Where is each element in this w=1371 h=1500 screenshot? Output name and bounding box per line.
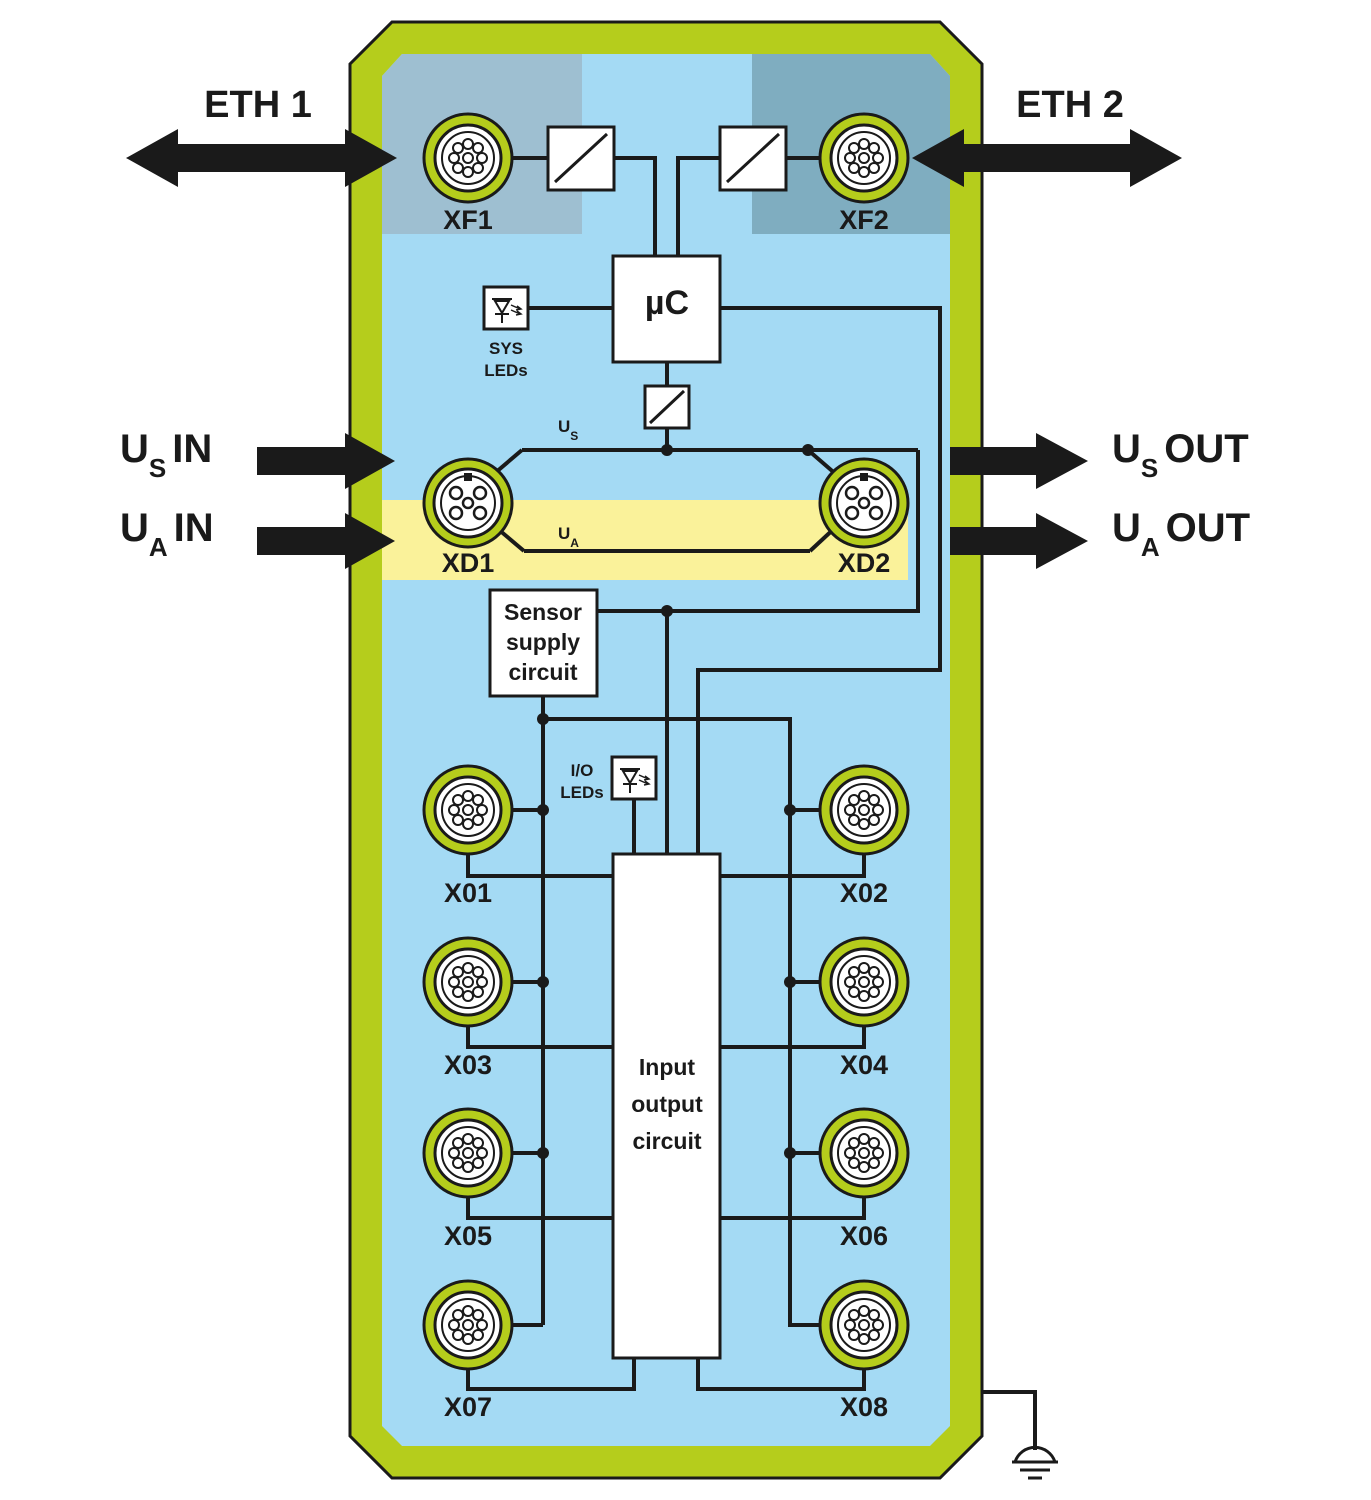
bidirectional-arrow-icon: [912, 129, 1182, 187]
sensor-label-3: circuit: [508, 659, 577, 685]
xf1-label: XF1: [443, 205, 493, 235]
xd2-label: XD2: [838, 548, 891, 578]
x03-connector[interactable]: [422, 936, 514, 1028]
bus-us-label: US: [558, 417, 578, 443]
xd1-connector[interactable]: [422, 457, 514, 549]
io-circuit-label-1: Input: [639, 1054, 696, 1080]
isolation-transformer-icon: [718, 125, 788, 192]
io-leds-label-1: I/O: [571, 761, 594, 780]
input-output-circuit-block: Input output circuit: [611, 852, 722, 1360]
microcontroller-block: µC: [611, 254, 722, 364]
led-icon: [482, 285, 530, 331]
xf1-connector[interactable]: [422, 112, 514, 204]
eth2-label: ETH 2: [1016, 84, 1124, 126]
arrow-right-icon: [950, 513, 1088, 569]
x06-connector[interactable]: [818, 1107, 910, 1199]
bus-ua-label: UA: [558, 524, 579, 550]
sensor-label-2: supply: [506, 629, 580, 655]
x08-connector[interactable]: [818, 1279, 910, 1371]
sensor-supply-circuit-block: Sensor supply circuit: [488, 588, 599, 698]
isolation-transformer-icon: [546, 125, 616, 192]
xf2-label: XF2: [839, 205, 889, 235]
sys-leds-label-1: SYS: [489, 339, 523, 358]
x07-label: X07: [444, 1392, 492, 1422]
wiring: [466, 156, 1037, 1450]
x06-label: X06: [840, 1221, 888, 1251]
sys-leds-label-2: LEDs: [484, 361, 527, 380]
io-circuit-label-3: circuit: [632, 1128, 701, 1154]
led-icon: [610, 755, 658, 801]
io-circuit-label-2: output: [631, 1091, 703, 1117]
x02-label: X02: [840, 878, 888, 908]
xd2-connector[interactable]: [818, 457, 910, 549]
sensor-label-1: Sensor: [504, 599, 582, 625]
x05-connector[interactable]: [422, 1107, 514, 1199]
x02-connector[interactable]: [818, 764, 910, 856]
arrow-right-icon: [257, 513, 395, 569]
io-leds-label-2: LEDs: [560, 783, 603, 802]
x07-connector[interactable]: [422, 1279, 514, 1371]
xf2-connector[interactable]: [818, 112, 910, 204]
x01-label: X01: [444, 878, 492, 908]
ground-icon: [1012, 1445, 1058, 1480]
junctions: [537, 444, 814, 1159]
bidirectional-arrow-icon: [126, 129, 397, 187]
arrow-right-icon: [257, 433, 395, 489]
eth1-label: ETH 1: [204, 84, 312, 126]
arrow-right-icon: [950, 433, 1088, 489]
x08-label: X08: [840, 1392, 888, 1422]
x04-connector[interactable]: [818, 936, 910, 1028]
mcu-label: µC: [645, 284, 689, 322]
x01-connector[interactable]: [422, 764, 514, 856]
isolation-transformer-icon: [643, 384, 691, 430]
x05-label: X05: [444, 1221, 492, 1251]
x04-label: X04: [840, 1050, 888, 1080]
xd1-label: XD1: [442, 548, 495, 578]
x03-label: X03: [444, 1050, 492, 1080]
